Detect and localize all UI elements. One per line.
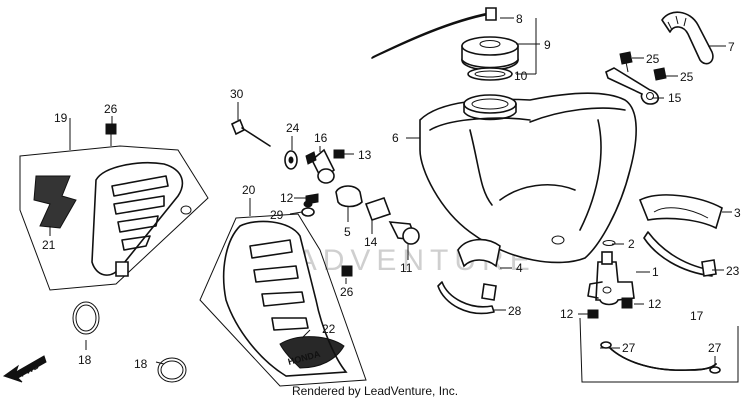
right-side-cover: HONDA — [199, 213, 367, 387]
callout-22: 22 — [322, 322, 336, 336]
hose-clip-12-left — [587, 309, 599, 319]
callout-7: 7 — [728, 40, 735, 54]
leader-lines — [49, 17, 732, 365]
fuel-tank — [419, 92, 637, 264]
air-cleaner-cover-assembly — [19, 145, 209, 291]
breather-tube — [371, 7, 497, 59]
tank-cushion-4 — [457, 238, 501, 268]
hose-clip-12-right — [621, 297, 633, 309]
callout-18-right: 18 — [134, 357, 148, 371]
callout-24: 24 — [286, 121, 300, 135]
render-credit: Rendered by LeadVenture, Inc. — [291, 384, 459, 398]
bolt-25-upper — [619, 51, 633, 73]
callout-4: 4 — [516, 261, 523, 275]
callout-15: 15 — [668, 91, 682, 105]
callout-16: 16 — [314, 131, 328, 145]
fuel-cock — [587, 251, 635, 306]
bolt-25-lower — [653, 67, 667, 81]
bolt-30 — [230, 118, 271, 147]
callout-27-left: 27 — [622, 341, 636, 355]
callout-25-upper: 25 — [646, 52, 660, 66]
callout-18-left: 18 — [78, 353, 92, 367]
callout-12-right: 12 — [648, 297, 662, 311]
callout-1: 1 — [652, 265, 659, 279]
callout-12-upper: 12 — [280, 191, 294, 205]
forward-arrow: FWD — [2, 355, 47, 383]
tank-strap-23 — [643, 231, 717, 277]
callout-12-left: 12 — [560, 307, 574, 321]
clip-12-upper — [305, 193, 319, 205]
callout-14: 14 — [364, 235, 378, 249]
callout-19: 19 — [54, 111, 68, 125]
nut-13 — [333, 149, 345, 159]
collar-16 — [305, 148, 335, 184]
callout-8: 8 — [516, 12, 523, 26]
tank-strap-28 — [437, 281, 497, 315]
callout-3: 3 — [734, 206, 741, 220]
rubber-5 — [335, 185, 363, 208]
callout-26-lower: 26 — [340, 285, 354, 299]
washer-24 — [284, 150, 298, 170]
callout-28: 28 — [508, 304, 522, 318]
fuel-cap — [461, 36, 519, 81]
o-ring-2 — [602, 240, 616, 246]
callout-25-lower: 25 — [680, 70, 694, 84]
callout-11: 11 — [400, 261, 413, 275]
callout-20: 20 — [242, 183, 256, 197]
harness-band — [661, 11, 714, 65]
callout-23: 23 — [726, 264, 740, 278]
callout-13: 13 — [358, 148, 372, 162]
callout-17: 17 — [690, 309, 704, 323]
callout-5: 5 — [344, 225, 351, 239]
callout-2: 2 — [628, 237, 635, 251]
callout-26-upper: 26 — [104, 102, 118, 116]
callout-29: 29 — [270, 208, 284, 222]
o-ring-18-left — [72, 301, 100, 335]
o-ring-18-right — [157, 357, 187, 383]
screw-26-lower — [341, 265, 353, 277]
tank-mount-bracket — [605, 67, 660, 105]
screw-26-upper — [105, 123, 117, 146]
callout-10: 10 — [514, 69, 528, 83]
callout-9: 9 — [544, 38, 551, 52]
tank-cushion-3 — [638, 194, 723, 230]
cushion-11 — [388, 221, 420, 245]
collar-14 — [364, 196, 392, 222]
callout-21: 21 — [42, 238, 56, 252]
callout-6: 6 — [392, 131, 399, 145]
callout-labels: 8 9 10 6 7 25 25 15 3 2 1 4 23 12 12 28 … — [42, 12, 741, 371]
callout-27-right: 27 — [708, 341, 722, 355]
callout-30: 30 — [230, 87, 244, 101]
